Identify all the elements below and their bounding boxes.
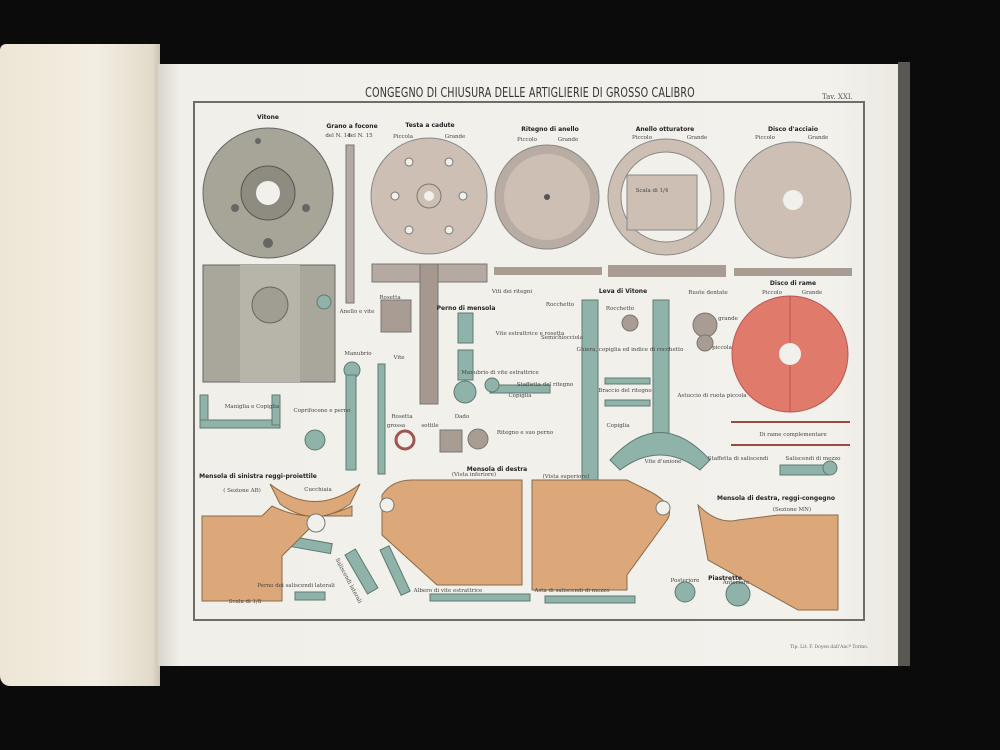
plate-label: Vite [393, 355, 405, 361]
plate-label: Scala di 1/4 [635, 188, 669, 194]
plate-label: Coprifocone e perno [293, 408, 351, 414]
plate-label: Piastrette [708, 575, 742, 582]
plate-label: Grande [686, 135, 708, 141]
plate-title: CONGEGNO DI CHIUSURA DELLE ARTIGLIERIE D… [365, 86, 695, 101]
plate-label: Piccolo [754, 135, 776, 141]
plate-label: (Sezione MN) [772, 507, 812, 513]
plate-label: Di rame complementare [759, 432, 827, 438]
plate-label: Rosetta [379, 295, 401, 301]
plate-label: Grande [557, 137, 579, 143]
left-page [0, 44, 160, 686]
plate-label: Vite estrattrice e rosetta [495, 331, 565, 337]
plate-label: Semichiocciola [541, 335, 583, 341]
plate-label: Rocchetto [605, 306, 635, 312]
plate-label: Rocchetto [545, 302, 575, 308]
plate-label: Vitone [257, 114, 279, 121]
plate-label: Posteriore [670, 578, 700, 584]
plate-label: Disco di rame [769, 280, 817, 287]
plate-label: Anello e vite [339, 309, 375, 315]
plate-label: Manubrio [344, 351, 372, 357]
plate-label: ( Sezione AB) [223, 488, 261, 494]
plate-label: Piccolo [761, 290, 783, 296]
plate-label: Braccio del ritegno [598, 388, 652, 394]
plate-label: grossa [386, 423, 406, 429]
plate-label: Perno di mensola [436, 305, 496, 312]
plate-label: Disco d'acciaio [768, 126, 818, 133]
plate-label: (Vista inferiore) [451, 472, 497, 478]
plate-label: Ritegno e suo perno [496, 430, 554, 436]
plate-label: Piccola [393, 134, 413, 140]
plate-label: del N. 15 [347, 133, 373, 139]
plate-label: Copiglia [606, 423, 630, 429]
plate-label: Scala di 1/8 [228, 599, 262, 605]
plate-label: Dado [454, 414, 470, 420]
plate-label: Viti dei ritegni [491, 289, 533, 295]
plate-label: Piccolo [631, 135, 653, 141]
plate-label: (Vista superiore) [542, 474, 590, 480]
plate-label: Mensola di destra, reggi-congegno [717, 495, 835, 502]
plate-label: del N. 14 [325, 133, 351, 139]
plate-label: Staffetta di saliscendi [707, 456, 769, 462]
plate-label: Grande [444, 134, 466, 140]
plate-label: Grano a focone [326, 123, 378, 130]
plate-label: Grande [801, 290, 823, 296]
plate-label: Leva di Vitone [598, 288, 648, 295]
plate-label: Manubrio di vite estrattrice [461, 370, 539, 376]
page-edge [898, 62, 910, 666]
plate-label: Anteriore [722, 580, 750, 586]
plate-label: Vite d'unione [644, 459, 682, 465]
plate-label: Ritegno di anello [521, 126, 579, 133]
plate-label: Rosetta [391, 414, 413, 420]
plate-label: Albero di vite estrattrice [413, 588, 483, 594]
plate-label: Grande [807, 135, 829, 141]
plate-label: sottile [421, 423, 439, 429]
plate-label: Saliscendi di mezzo [785, 456, 841, 462]
plate-label: Perno dei saliscendi laterali [257, 583, 335, 589]
plate-label: Piccolo [516, 137, 538, 143]
plate-label: grande [718, 316, 738, 322]
plate-label: Anello otturatore [635, 126, 695, 133]
printer-credit: Tip. Lit. F. Doyen dall'Ancª Torino. [790, 645, 869, 650]
vitone-drawing [202, 127, 336, 383]
plate-label: Mensola di sinistra reggi-proiettile [199, 473, 317, 480]
plate-label: Cucchiaia [304, 487, 332, 493]
plate-label: piccola [712, 345, 732, 351]
plate-label: Astuccio di ruota piccola [677, 393, 747, 399]
plate-label: Testa a cadute [405, 122, 455, 129]
plate-label: Ghiera, copiglia ed indice di rocchetto [576, 347, 684, 353]
plate-label: Copiglia [508, 393, 532, 399]
plate-frame [193, 101, 865, 621]
plate-number: Tav. XXI. [822, 93, 853, 101]
plate-label: Asta di saliscendi di mezzo [534, 588, 610, 594]
plate-label: Maniglia e Copiglia [224, 404, 280, 410]
plate-label: Mensola di destra [466, 466, 528, 473]
plate-label: Staffetta del ritegno [516, 382, 574, 388]
plate-label: Ruote dentate [688, 290, 728, 296]
